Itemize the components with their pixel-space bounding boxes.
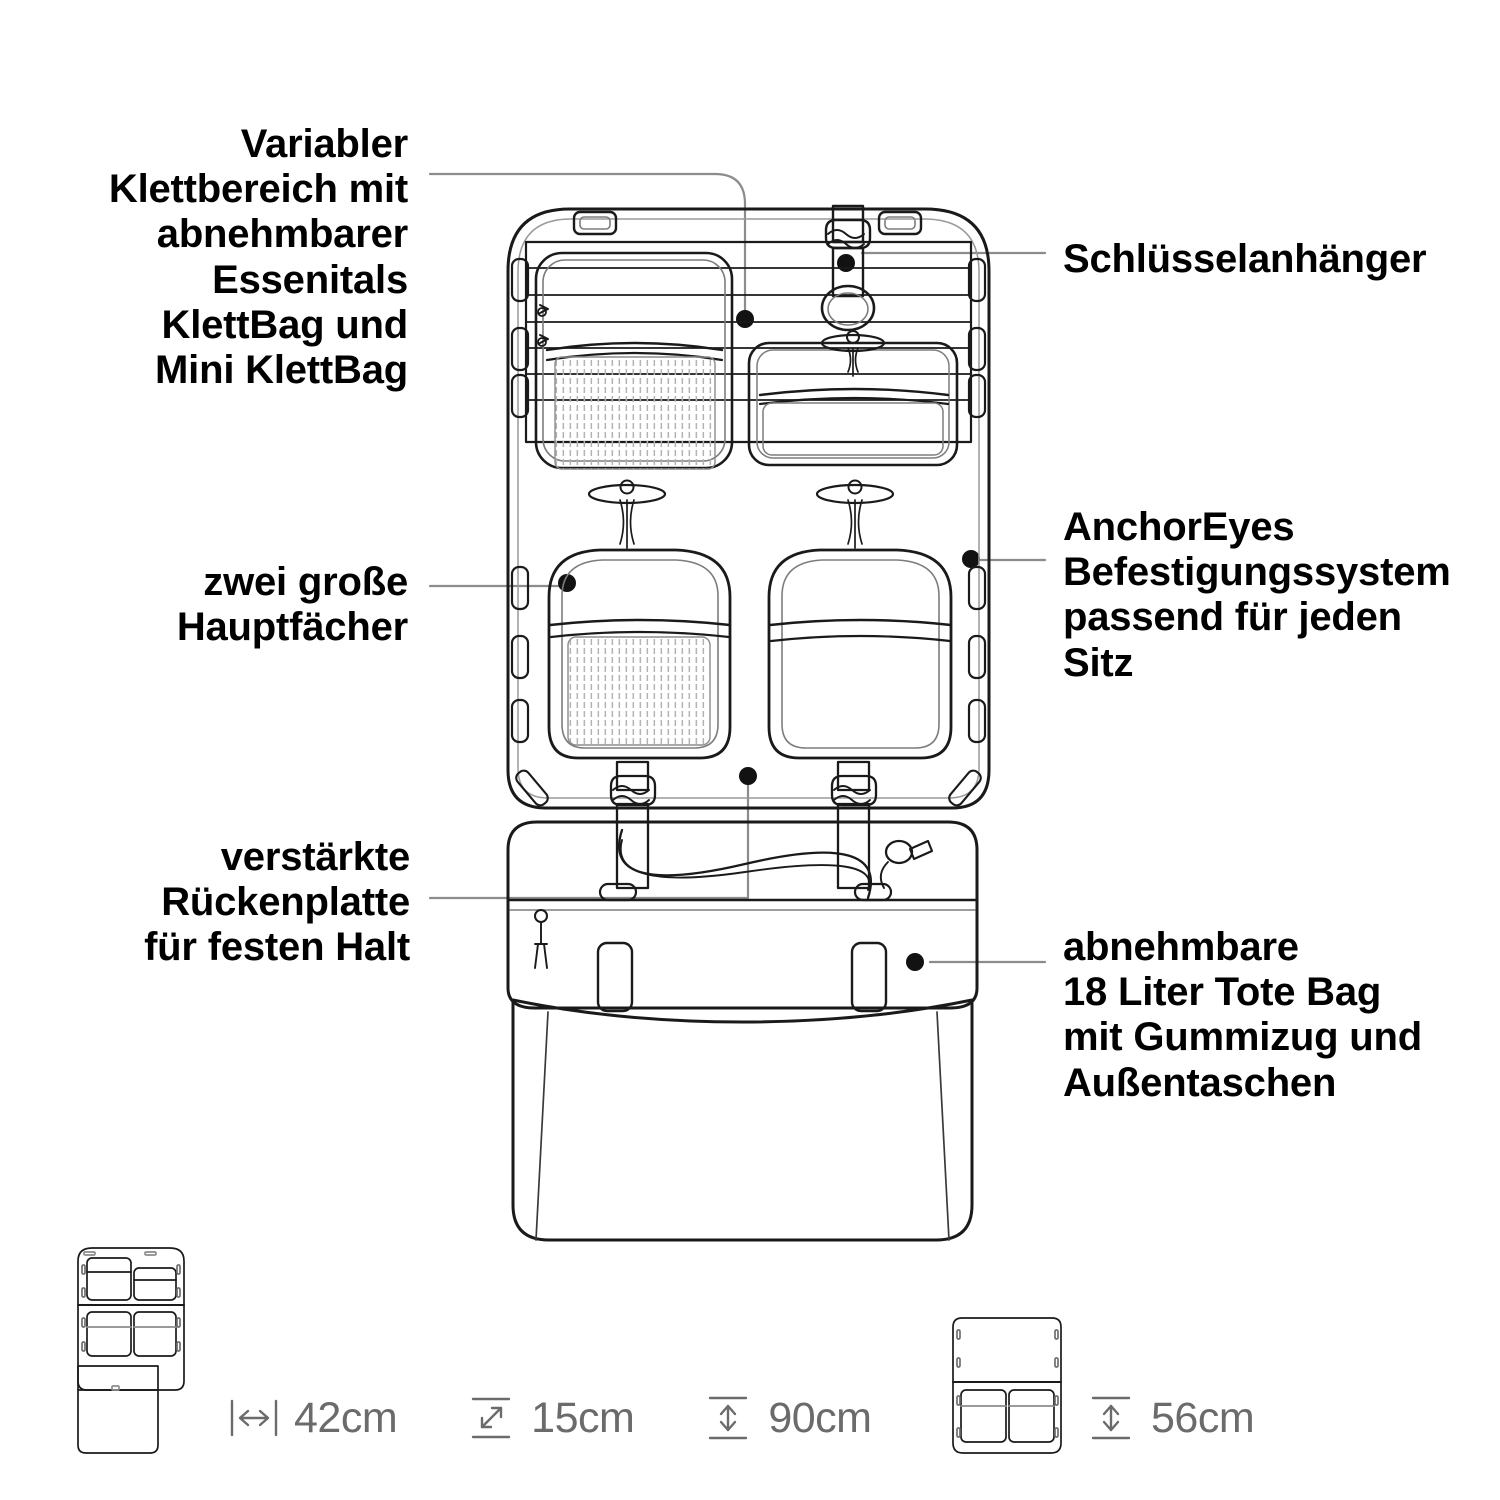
top-left-mesh-pocket	[534, 251, 734, 470]
dimension-compact-height-value: 56cm	[1151, 1393, 1255, 1442]
dimension-compact-height: 56cm	[1085, 1393, 1255, 1443]
back-panel	[506, 207, 991, 810]
mid-toggles	[587, 479, 895, 549]
dimension-height-value: 90cm	[768, 1393, 872, 1442]
callout-dots	[558, 254, 980, 971]
callout-anchor-eyes: AnchorEyes Befestigungssystem passend fü…	[1063, 505, 1451, 685]
top-slot-loops	[572, 210, 923, 236]
main-compartment-right	[767, 548, 953, 760]
thumbnail-full-product	[77, 1247, 185, 1454]
top-right-pocket	[747, 330, 959, 467]
depth-icon	[471, 1397, 511, 1439]
bottom-buckle-straps	[609, 760, 878, 890]
key-holder-strap	[820, 204, 876, 332]
dimension-height: 90cm	[702, 1393, 872, 1443]
height-icon	[1091, 1396, 1131, 1440]
dimension-depth-value: 15cm	[531, 1393, 635, 1442]
tote-bag	[506, 820, 979, 1242]
corner-slots	[515, 769, 982, 807]
callout-tote-bag: abnehmbare 18 Liter Tote Bag mit Gummizu…	[1063, 925, 1422, 1105]
side-tabs-lower	[510, 565, 987, 744]
dimensions-full: 42cm 15cm	[228, 1393, 872, 1443]
width-icon	[230, 1399, 278, 1437]
callout-back-plate: verstärkte Rückenplatte für festen Halt	[144, 835, 410, 970]
main-compartment-left	[547, 548, 732, 760]
dimension-width-value: 42cm	[294, 1393, 398, 1442]
callout-main-compartments: zwei große Hauptfächer	[176, 560, 408, 650]
tote-zipper	[534, 909, 548, 969]
bungee-cord	[598, 828, 934, 902]
side-tabs-upper	[510, 257, 987, 419]
thumbnail-compact-product	[952, 1317, 1062, 1454]
callout-key-holder: Schlüsselanhänger	[1063, 237, 1427, 281]
dimensions-compact: 56cm	[1085, 1393, 1255, 1443]
callout-velcro-area: Variabler Klettbereich mit abnehmbarer E…	[108, 122, 408, 392]
leader-lines	[428, 172, 1047, 964]
dimension-width: 42cm	[228, 1393, 398, 1443]
dimension-depth: 15cm	[465, 1393, 635, 1443]
height-icon	[709, 1396, 748, 1440]
